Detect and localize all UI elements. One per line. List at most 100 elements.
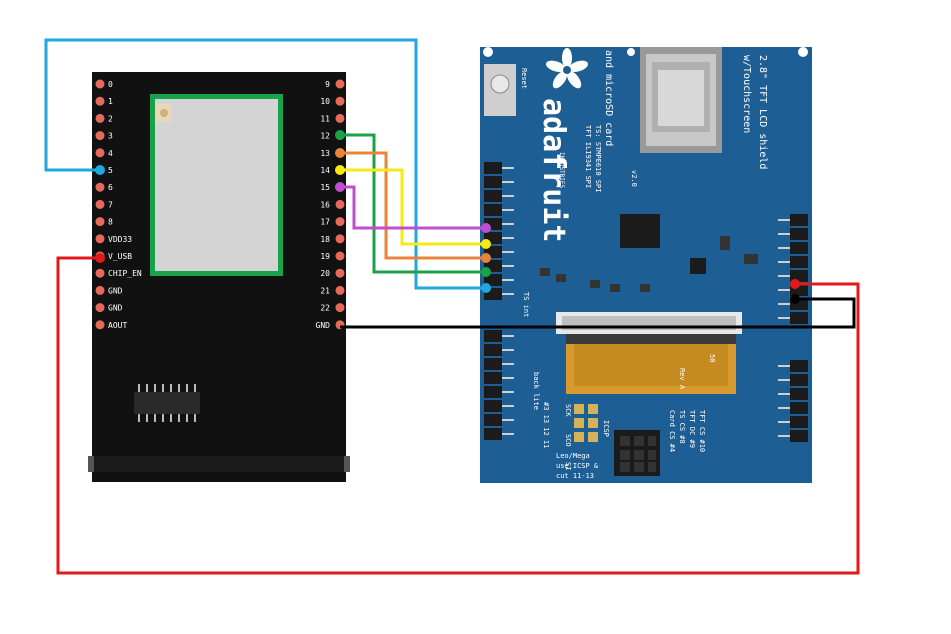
wire-end-dot — [790, 294, 800, 304]
header-pin — [790, 374, 808, 386]
mcu-board-notch-right — [344, 456, 350, 472]
mcu-right-pin-label: GND — [316, 321, 331, 330]
mcu-right-pin — [335, 199, 345, 209]
wire-end-dot — [481, 283, 491, 293]
cs-label-4: Card CS #4 — [668, 410, 676, 452]
wifi-module-shield — [155, 99, 278, 271]
chip-label-2: TS: STMPE610 SPI — [594, 125, 602, 192]
mcu-left-pin-label: 8 — [108, 218, 113, 227]
wires — [44, 38, 860, 575]
ts-int-label: TS int — [522, 292, 530, 317]
header-pin-leg — [778, 247, 790, 249]
wire-end-dot — [335, 182, 345, 192]
spi-sco-label: SCO — [564, 434, 572, 447]
header-pin-leg — [502, 251, 514, 253]
header-pin — [790, 270, 808, 282]
adafruit-logo-icon — [545, 48, 589, 89]
header-pin-leg — [502, 293, 514, 295]
mcu-board-edge — [88, 456, 350, 472]
mcu-left-pin-label: 2 — [108, 114, 113, 123]
mcu-right-pin — [335, 251, 345, 261]
header-pin-leg — [778, 219, 790, 221]
mcu-right-pin-label: 15 — [320, 183, 330, 192]
shield-title: 2.8" TFT LCD shield — [757, 55, 768, 169]
header-pin — [484, 386, 502, 398]
header-pin — [790, 388, 808, 400]
pin-numbers-label: #3 13 12 11 — [542, 402, 550, 448]
mcu-left-pin-label: 5 — [108, 166, 113, 175]
header-pin-leg — [778, 261, 790, 263]
mcu-left-pin-label: 6 — [108, 183, 113, 192]
icsp-header — [614, 430, 660, 476]
leo-label-2: use ICSP & — [556, 462, 599, 470]
mount-hole — [798, 47, 808, 57]
mcu-left-pin — [95, 148, 105, 158]
mcu-right-pin — [335, 79, 345, 89]
wire-end-dot — [481, 223, 491, 233]
header-pin — [790, 430, 808, 442]
header-pin-leg — [502, 391, 514, 393]
mcu-left-pin-label: CHIP_EN — [108, 269, 142, 278]
mcu-right-pin-label: 13 — [320, 149, 330, 158]
cs-label-2: TFT DC #9 — [688, 410, 696, 448]
spi-si-label: SI — [564, 462, 572, 470]
version-label: v2.0 — [630, 170, 638, 187]
mcu-left-pin-label: AOUT — [108, 321, 127, 330]
header-pin-leg — [502, 167, 514, 169]
header-pin — [484, 414, 502, 426]
cs-label-1: TFT CS #10 — [698, 410, 706, 452]
mcu-right-pin-label: 16 — [320, 200, 330, 209]
mcu-right-pin — [335, 268, 345, 278]
header-pin — [484, 428, 502, 440]
mcu-right-pin — [335, 234, 345, 244]
wire-red — [56, 256, 860, 575]
mcu-left-pin — [95, 199, 105, 209]
header-pin-leg — [502, 279, 514, 281]
leo-label-3: cut 11-13 — [556, 472, 594, 480]
mcu-left-pin-label: 4 — [108, 149, 113, 158]
wire-end-dot — [335, 130, 345, 140]
mcu-right-pin-label: 14 — [320, 166, 330, 175]
header-pin — [484, 274, 502, 286]
header-pin — [484, 344, 502, 356]
mcu-left-pin — [95, 79, 105, 89]
header-pin — [790, 228, 808, 240]
header-pin-leg — [778, 317, 790, 319]
reset-button[interactable] — [484, 64, 516, 116]
header-pin-leg — [778, 393, 790, 395]
header-pin — [790, 312, 808, 324]
reset-label: Reset — [520, 68, 528, 89]
wire-yellow — [340, 168, 486, 246]
mcu-left-pin-label: 1 — [108, 97, 113, 106]
header-pin-leg — [778, 365, 790, 367]
header-pin — [790, 256, 808, 268]
header-pin-leg — [778, 289, 790, 291]
header-pin — [484, 358, 502, 370]
mcu-right-pin-label: 22 — [320, 304, 330, 313]
header-pin-leg — [502, 363, 514, 365]
header-pin-leg — [778, 275, 790, 277]
header-pin-leg — [502, 209, 514, 211]
mcu-left-pin-label: 3 — [108, 132, 113, 141]
mcu-left-pin — [95, 320, 105, 330]
lcd-ribbon-connector — [556, 312, 742, 394]
icsp-label: ICSP — [602, 420, 610, 437]
header-pin-leg — [502, 349, 514, 351]
mcu-left-pin — [95, 234, 105, 244]
wire-endpoints — [95, 130, 800, 304]
mcu-left-pin — [95, 182, 105, 192]
mcu-left-pin — [95, 217, 105, 227]
brand-label: adafruit — [536, 98, 571, 243]
spi-pads — [574, 404, 598, 442]
header-pin-leg — [502, 433, 514, 435]
shield-ic — [540, 214, 758, 292]
header-pin-leg — [778, 379, 790, 381]
mount-hole — [483, 47, 493, 57]
shield-title-2: w/Touchscreen — [741, 55, 752, 133]
header-pin — [484, 372, 502, 384]
header-pin-leg — [502, 419, 514, 421]
